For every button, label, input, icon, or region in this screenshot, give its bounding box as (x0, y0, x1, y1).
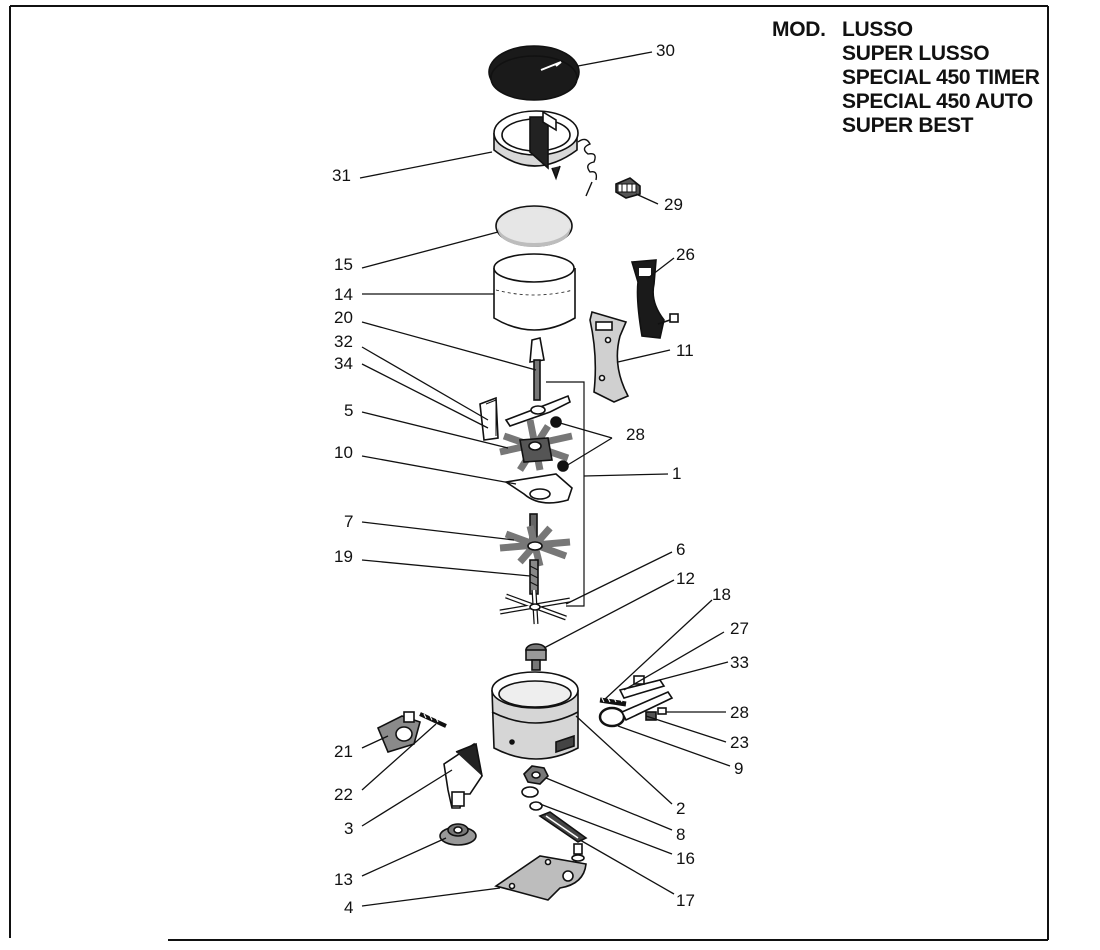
callout-32: 32 (334, 332, 353, 351)
callout-19: 19 (334, 547, 353, 566)
callout-7: 7 (344, 512, 353, 531)
page-frame (9, 5, 1049, 941)
part-stirrer (499, 589, 571, 625)
callout-26: 26 (676, 245, 695, 264)
part-bracket (630, 259, 679, 339)
part-ring-lever (598, 690, 674, 728)
part-balls (550, 416, 569, 472)
model-header: MOD.LUSSO SUPER LUSSO SPECIAL 450 TIMER … (772, 18, 1040, 138)
callout-3: 3 (344, 819, 353, 838)
callout-27: 27 (730, 619, 749, 638)
model-row-2: SUPER LUSSO (772, 42, 1040, 66)
part-shaft (529, 337, 545, 401)
parts (376, 45, 679, 901)
model-name: LUSSO (842, 18, 913, 41)
callout-15: 15 (334, 255, 353, 274)
callout-14: 14 (334, 285, 353, 304)
callout-20: 20 (334, 308, 353, 327)
callout-numbers: 30 31 29 15 26 14 20 11 32 34 5 28 10 1 … (332, 41, 749, 917)
part-screw (529, 559, 539, 595)
part-lid (488, 45, 580, 101)
callout-22: 22 (334, 785, 353, 804)
callout-23: 23 (730, 733, 749, 752)
assembly-bracket (546, 381, 585, 607)
part-top-housing (493, 110, 598, 197)
model-row-3: SPECIAL 450 TIMER (772, 66, 1040, 90)
callout-13: 13 (334, 870, 353, 889)
callout-21: 21 (334, 742, 353, 761)
callout-28: 28 (626, 425, 645, 444)
callout-6: 6 (676, 540, 685, 559)
leader-lines (359, 51, 731, 907)
callout-30: 30 (656, 41, 675, 60)
part-star-blade-lower (499, 513, 571, 567)
part-coupling (525, 643, 547, 671)
callout-16: 16 (676, 849, 695, 868)
part-washer (521, 786, 543, 811)
callout-1: 1 (672, 464, 681, 483)
model-name: SUPER BEST (842, 114, 974, 137)
part-foot (439, 823, 477, 846)
model-name: SPECIAL 450 AUTO (842, 90, 1033, 113)
callout-31: 31 (332, 166, 351, 185)
callout-4: 4 (344, 898, 353, 917)
part-lever (618, 675, 666, 699)
model-row-5: SUPER BEST (772, 114, 1040, 138)
model-name: SUPER LUSSO (842, 42, 990, 65)
callout-33: 33 (730, 653, 749, 672)
part-bushing (479, 396, 499, 441)
part-filter-disc (495, 205, 573, 247)
callout-12: 12 (676, 569, 695, 588)
part-star-blade (499, 419, 573, 472)
part-connector (615, 177, 641, 199)
callout-2: 2 (676, 799, 685, 818)
part-slotted-plate (538, 811, 588, 862)
callout-18: 18 (712, 585, 731, 604)
callout-17: 17 (676, 891, 695, 910)
callout-28b: 28 (730, 703, 749, 722)
callout-34: 34 (334, 354, 353, 373)
callout-9: 9 (734, 759, 743, 778)
part-bracket-plate (589, 310, 630, 403)
part-knob (523, 765, 549, 785)
part-deflector-plate (503, 473, 573, 504)
part-spring (599, 697, 627, 707)
model-row-4: SPECIAL 450 AUTO (772, 90, 1040, 114)
part-base-plate (494, 855, 587, 901)
model-prefix: MOD. (772, 18, 826, 41)
part-motor-clamp (376, 711, 447, 753)
callout-5: 5 (344, 401, 353, 420)
callout-11: 11 (676, 341, 694, 360)
part-base-housing (491, 671, 579, 760)
model-row-1: MOD. LUSSO (772, 18, 1040, 42)
callout-10: 10 (334, 443, 353, 462)
part-upper-blade (504, 394, 571, 427)
part-filter-cylinder (493, 253, 576, 331)
part-spout (443, 742, 483, 809)
model-name: SPECIAL 450 TIMER (842, 66, 1040, 89)
callout-8: 8 (676, 825, 685, 844)
callout-29: 29 (664, 195, 683, 214)
